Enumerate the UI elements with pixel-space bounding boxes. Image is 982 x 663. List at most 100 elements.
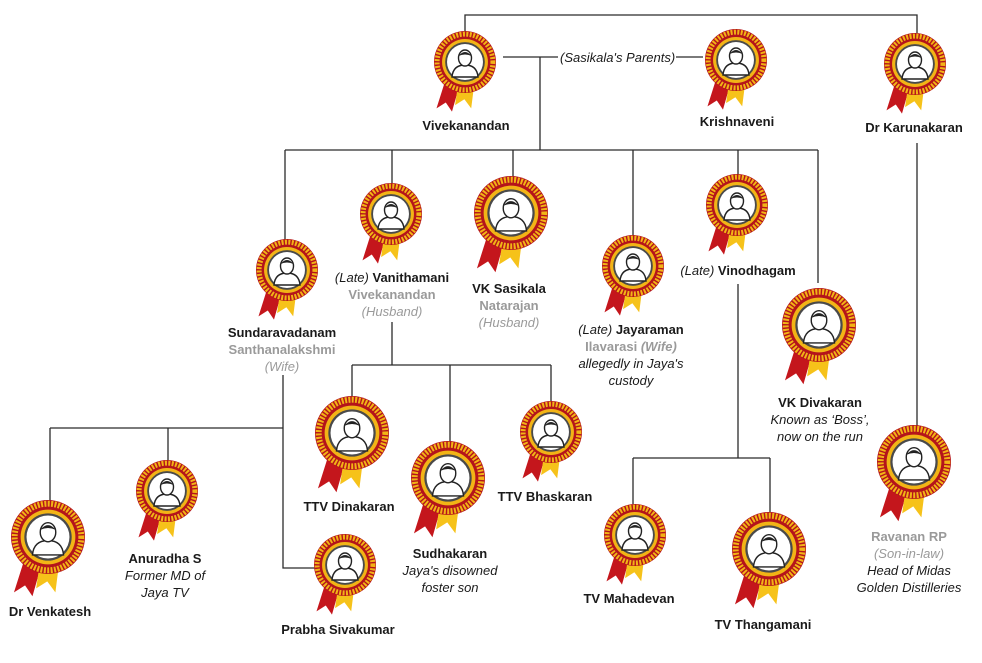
relation-sasikala: (Husband) [478, 315, 540, 330]
medal-thangamani [732, 512, 806, 609]
name-anuradha: Anuradha S [128, 551, 202, 566]
person-icon-hair-divakaran [811, 313, 827, 318]
name-jayaraman: Jayaraman [615, 322, 684, 337]
name-venkatesh: Dr Venkatesh [8, 604, 92, 619]
medal-rim-sundaravadanam [256, 239, 318, 301]
name-mahadevan: TV Mahadevan [583, 591, 675, 606]
label-ravanan: Ravanan RP (Son-in-law) Head of Midas Go… [839, 528, 979, 596]
medal-rim-anuradha [136, 460, 198, 522]
name-line-jayaraman: (Late) Jayaraman [561, 321, 701, 338]
prefix-vinodhagam: (Late) [680, 263, 715, 278]
prefix-jayaraman: (Late) [578, 322, 613, 337]
person-icon-hair-krishnaveni [729, 50, 743, 54]
medal-rim-thangamani [732, 512, 806, 586]
label-prabha: Prabha Sivakumar [268, 621, 408, 638]
medal-sudhakaran [411, 441, 485, 538]
medal-rim-sasikala [474, 176, 548, 250]
note-ravanan-1: Head of Midas [867, 563, 951, 578]
medal-prabha [314, 534, 376, 615]
label-mahadevan: TV Mahadevan [559, 590, 699, 607]
note-anuradha-2: Jaya TV [141, 585, 189, 600]
line-sundaravadanam-descent [282, 375, 316, 569]
medal-rim-karunakaran [884, 33, 946, 95]
medal-rim-bhaskaran [520, 401, 582, 463]
medal-rim-sudhakaran [411, 441, 485, 515]
note-divakaran-2: now on the run [776, 429, 863, 444]
note-anuradha-1: Former MD of [124, 568, 206, 583]
person-icon-hair-anuradha [160, 481, 174, 485]
medal-rim-vinodhagam [706, 174, 768, 236]
medal-sasikala [474, 176, 548, 273]
name-thangamani: TV Thangamani [714, 617, 812, 632]
medal-rim-ravanan [877, 425, 951, 499]
person-icon-hair-venkatesh [40, 525, 56, 530]
medal-rim-vanithamani [360, 183, 422, 245]
label-sudhakaran: Sudhakaran Jaya's disowned foster son [380, 545, 520, 596]
medal-bhaskaran [520, 401, 582, 482]
relation-jayaraman: (Wife) [640, 339, 677, 354]
name-sudhakaran: Sudhakaran [412, 546, 488, 561]
person-icon-hair-jayaraman [626, 256, 640, 260]
medal-sundaravadanam [256, 239, 318, 320]
person-icon-hair-vanithamani [384, 204, 398, 208]
medal-mahadevan [604, 504, 666, 585]
spouse-sundaravadanam: Santhanalakshmi [228, 342, 336, 357]
name-vanithamani: Vanithamani [372, 270, 450, 285]
label-venkatesh: Dr Venkatesh [0, 603, 120, 620]
label-jayaraman: (Late) Jayaraman Ilavarasi (Wife) allege… [561, 321, 701, 389]
name-sasikala: VK Sasikala [472, 281, 546, 296]
line-top-bar [464, 14, 918, 33]
note-jayaraman-2: custody [608, 373, 654, 388]
note-jayaraman-1: allegedly in Jaya's [578, 356, 684, 371]
relation-ravanan: (Son-in-law) [873, 546, 945, 561]
person-icon-hair-sundaravadanam [280, 260, 294, 264]
medal-krishnaveni [705, 29, 767, 110]
person-icon-hair-mahadevan [628, 525, 642, 529]
name-sundaravadanam: Sundaravadanam [227, 325, 337, 340]
name-line-vinodhagam: (Late) Vinodhagam [668, 262, 808, 279]
label-bhaskaran: TTV Bhaskaran [475, 488, 615, 505]
spouse-vanithamani: Vivekanandan [348, 287, 436, 302]
label-anuradha: Anuradha S Former MD of Jaya TV [95, 550, 235, 601]
medal-rim-mahadevan [604, 504, 666, 566]
label-dinakaran: TTV Dinakaran [279, 498, 419, 515]
medal-vanithamani [360, 183, 422, 264]
label-divakaran: VK Divakaran Known as ‘Boss’, now on the… [745, 394, 895, 445]
relation-sundaravadanam: (Wife) [264, 359, 300, 374]
medal-rim-venkatesh [11, 500, 85, 574]
label-sasikala: VK Sasikala Natarajan (Husband) [439, 280, 579, 331]
medal-vinodhagam [706, 174, 768, 255]
person-icon-hair-sasikala [503, 201, 519, 206]
person-icon-hair-karunakaran [908, 54, 922, 58]
name-vivekanandan: Vivekanandan [422, 118, 510, 133]
label-vinodhagam: (Late) Vinodhagam [668, 262, 808, 279]
label-karunakaran: Dr Karunakaran [844, 119, 982, 136]
label-krishnaveni: Krishnaveni [667, 113, 807, 130]
note-ravanan-2: Golden Distilleries [856, 580, 962, 595]
name-divakaran: VK Divakaran [778, 395, 862, 410]
spouse-jayaraman: Ilavarasi [585, 339, 638, 354]
connector-lines [49, 14, 918, 569]
person-icon-hair-ravanan [906, 450, 922, 455]
name-karunakaran: Dr Karunakaran [865, 120, 963, 135]
medal-vivekanandan [434, 31, 496, 112]
medal-rim-dinakaran [315, 396, 389, 470]
note-sudhakaran-2: foster son [421, 580, 479, 595]
parents-connector-label: (Sasikala's Parents) [560, 50, 676, 65]
spouse-sasikala: Natarajan [479, 298, 539, 313]
name-bhaskaran: TTV Bhaskaran [497, 489, 593, 504]
medal-dinakaran [315, 396, 389, 493]
label-vanithamani: (Late) Vanithamani Vivekanandan (Husband… [322, 269, 462, 320]
spouse-line-jayaraman: Ilavarasi (Wife) [561, 338, 701, 355]
medal-rim-jayaraman [602, 235, 664, 297]
person-icon-hair-bhaskaran [544, 422, 558, 426]
label-thangamani: TV Thangamani [693, 616, 833, 633]
medal-anuradha [136, 460, 198, 541]
name-ravanan: Ravanan RP [871, 529, 947, 544]
medal-rim-divakaran [782, 288, 856, 362]
medal-karunakaran [884, 33, 946, 114]
person-icon-hair-sudhakaran [440, 466, 456, 471]
medal-rim-krishnaveni [705, 29, 767, 91]
name-dinakaran: TTV Dinakaran [303, 499, 395, 514]
